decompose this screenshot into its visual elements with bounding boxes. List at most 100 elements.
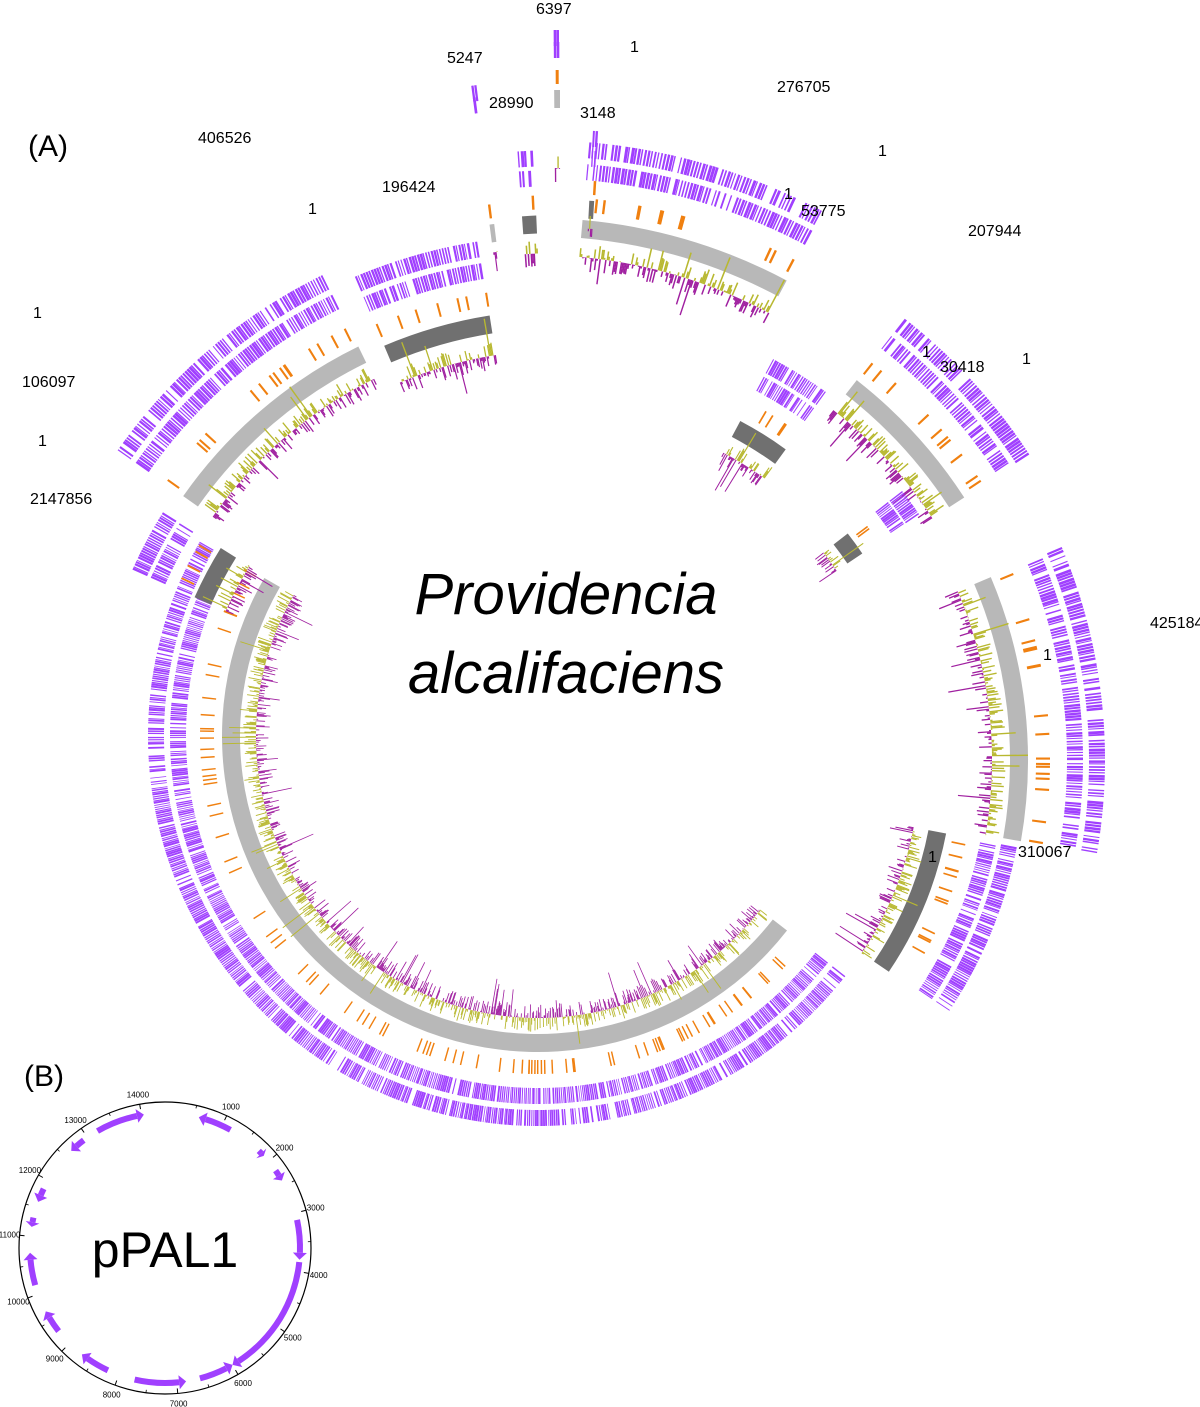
- gene-feature: [440, 1098, 446, 1114]
- gc-skew-bin: [349, 935, 360, 947]
- gc-skew-bin: [676, 981, 681, 987]
- gene-feature: [159, 827, 176, 834]
- gc-skew-bin: [667, 986, 670, 990]
- gene-feature: [161, 428, 175, 440]
- gc-skew-bin: [646, 995, 651, 1004]
- gene-feature: [396, 283, 403, 300]
- gene-feature: [595, 1105, 601, 1122]
- gene-feature: [149, 768, 166, 771]
- gene-feature: [170, 417, 184, 430]
- gc-skew-bin: [343, 933, 351, 941]
- plasmid-tick-label: 6000: [234, 1379, 252, 1388]
- gc-skew-bin: [254, 746, 257, 748]
- gc-skew-bin: [283, 875, 294, 882]
- gene-feature: [1055, 569, 1072, 578]
- gc-skew-bin: [224, 485, 233, 493]
- gc-skew-bin: [718, 952, 727, 962]
- rna-feature: [343, 1001, 353, 1014]
- gene-feature: [716, 1038, 727, 1054]
- gene-feature: [499, 1086, 503, 1103]
- gc-skew-bin: [984, 714, 990, 717]
- gc-skew-bin: [420, 992, 422, 995]
- gene-feature: [664, 154, 671, 171]
- gc-skew-bin: [598, 246, 602, 260]
- gc-skew-bin: [870, 938, 873, 941]
- gc-skew-bin: [964, 619, 969, 622]
- gc-skew-bin: [912, 831, 915, 833]
- gene-feature: [216, 947, 231, 959]
- gc-skew-bin: [758, 909, 760, 911]
- gene-feature: [983, 907, 999, 914]
- gene-feature: [795, 1007, 807, 1020]
- rna-feature: [774, 956, 786, 967]
- plasmid-name: pPAL1: [92, 1222, 238, 1278]
- gc-skew-bin: [316, 909, 319, 912]
- gc-skew-bin: [240, 479, 244, 483]
- gene-feature: [271, 328, 283, 343]
- gc-skew-bin: [988, 802, 990, 804]
- gc-skew-bin: [429, 997, 434, 1005]
- gc-skew-bin: [583, 1012, 585, 1015]
- gc-skew-bin: [716, 954, 721, 960]
- gene-feature: [656, 175, 663, 192]
- gc-skew-bin: [397, 972, 403, 982]
- gene-feature: [143, 545, 159, 555]
- gc-skew-bin: [308, 895, 315, 901]
- gene-feature: [765, 1032, 777, 1046]
- gc-skew-bin: [762, 299, 770, 311]
- gene-feature: [152, 675, 169, 680]
- gene-feature: [365, 1046, 375, 1062]
- gc-skew-bin: [679, 975, 683, 979]
- gene-feature: [1085, 698, 1102, 702]
- plasmid-gene-arrows: [23, 1109, 307, 1390]
- gene-feature: [1054, 644, 1071, 651]
- gene-feature: [170, 730, 187, 733]
- gene-feature: [794, 976, 808, 988]
- gc-skew-bin: [291, 879, 296, 884]
- gc-skew-bin: [746, 908, 756, 917]
- rna-feature: [871, 369, 883, 383]
- gc-skew-bin: [635, 1000, 640, 1007]
- gc-skew-bin: [763, 466, 773, 479]
- gene-feature: [162, 837, 179, 844]
- gc-skew-bin: [264, 665, 278, 670]
- gene-feature: [394, 261, 402, 277]
- gc-skew-bin: [719, 453, 727, 465]
- gc-skew-bin: [712, 944, 720, 953]
- gene-feature: [958, 413, 972, 425]
- gc-skew-bin: [468, 359, 473, 371]
- gene-feature: [1050, 555, 1066, 563]
- rna-feature: [278, 367, 289, 380]
- gene-feature: [315, 302, 325, 318]
- gc-skew-bin: [981, 819, 988, 822]
- gene-feature: [1057, 658, 1074, 664]
- gene-feature: [940, 993, 956, 1004]
- gene-feature: [365, 271, 374, 288]
- rna-feature: [181, 577, 195, 585]
- gene-feature: [295, 1001, 308, 1015]
- rna-feature: [572, 1057, 576, 1073]
- gene-feature: [291, 997, 304, 1011]
- gc-skew-bin: [257, 707, 267, 710]
- gc-skew-bin: [730, 457, 733, 460]
- gc-skew-bin: [557, 156, 559, 169]
- gc-skew-bin: [906, 474, 919, 484]
- gc-skew-bin: [974, 635, 986, 640]
- gene-feature: [964, 419, 978, 431]
- gene-feature: [620, 1100, 626, 1117]
- gc-skew-bin: [481, 1012, 483, 1014]
- gene-feature: [1028, 560, 1045, 569]
- gene-feature: [957, 410, 971, 423]
- gene-feature: [1088, 789, 1105, 792]
- gc-skew-bin: [231, 489, 233, 492]
- gene-feature: [383, 1079, 392, 1095]
- gc-skew-bin: [510, 1015, 512, 1017]
- gene-feature: [293, 314, 304, 330]
- gene-feature: [154, 662, 171, 668]
- gene-feature: [164, 423, 179, 436]
- gc-skew-bin: [614, 1001, 617, 1008]
- gc-skew-bin: [901, 871, 913, 877]
- gc-skew-bin: [691, 958, 699, 969]
- gene-feature: [763, 210, 772, 226]
- gc-skew-bin: [333, 401, 338, 407]
